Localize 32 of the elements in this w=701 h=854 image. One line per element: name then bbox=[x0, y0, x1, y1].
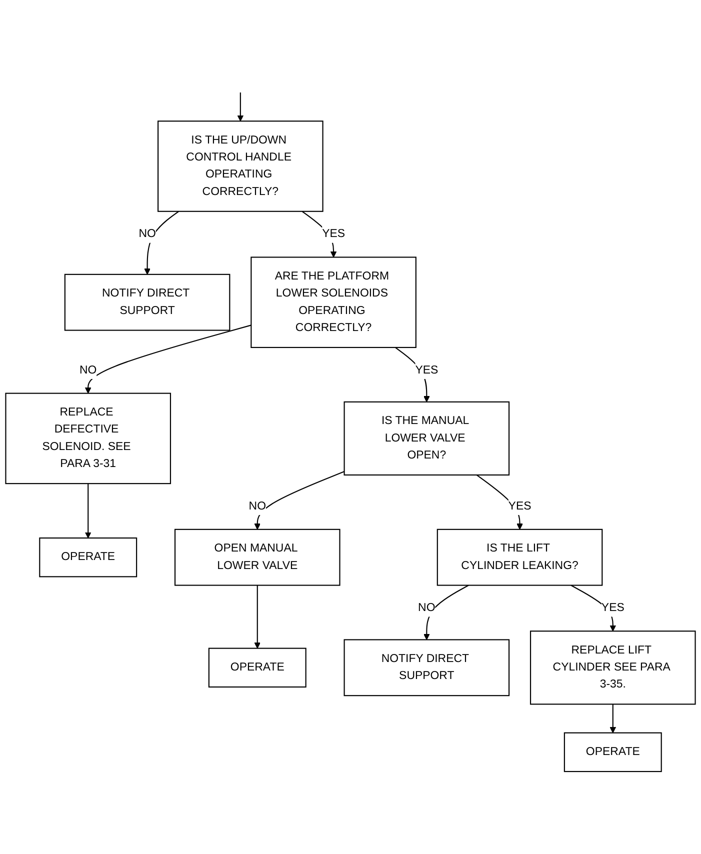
node-box: IS THE UP/DOWN CONTROL HANDLE OPERATING CORRECTLY? bbox=[158, 120, 324, 212]
node-box: OPEN MANUAL LOWER VALVE bbox=[174, 529, 340, 586]
arrow bbox=[394, 347, 430, 403]
arrow bbox=[254, 586, 261, 649]
node-box: ARE THE PLATFORM LOWER SOLENOIDS OPERATING CORRECTLY? bbox=[250, 257, 416, 348]
arrow bbox=[570, 585, 616, 632]
node-box: OPERATE bbox=[208, 648, 306, 688]
edge-label: NO bbox=[418, 602, 436, 614]
node-box: REPLACE DEFECTIVE SOLENOID. SEE PARA 3-31 bbox=[5, 393, 172, 484]
edge-label: YES bbox=[415, 364, 438, 376]
arrow bbox=[84, 484, 92, 539]
edge-label: NO bbox=[248, 500, 266, 513]
edge-label: YES bbox=[601, 602, 624, 614]
arrow bbox=[84, 325, 252, 394]
node-box: REPLACE LIFT CYLINDER SEE PARA 3-35. bbox=[530, 630, 696, 706]
arrow bbox=[476, 474, 523, 530]
arrow bbox=[424, 585, 469, 640]
node-box: OPERATE bbox=[39, 538, 138, 578]
node-box: IS THE MANUAL LOWER VALVE OPEN? bbox=[344, 402, 510, 476]
arrow bbox=[144, 211, 179, 276]
node-box: IS THE LIFT CYLINDER LEAKING? bbox=[436, 529, 603, 586]
arrow bbox=[254, 471, 344, 530]
edge-label: NO bbox=[138, 228, 156, 240]
edge-label: NO bbox=[80, 364, 97, 376]
node-box: OPERATE bbox=[564, 732, 662, 772]
node-box: NOTIFY DIRECT SUPPORT bbox=[64, 274, 230, 332]
arrow bbox=[610, 704, 616, 734]
arrow bbox=[237, 92, 244, 122]
arrow bbox=[302, 211, 337, 258]
edge-label: YES bbox=[508, 500, 532, 513]
node-box: NOTIFY DIRECT SUPPORT bbox=[344, 640, 510, 696]
edge-label: YES bbox=[322, 228, 346, 240]
